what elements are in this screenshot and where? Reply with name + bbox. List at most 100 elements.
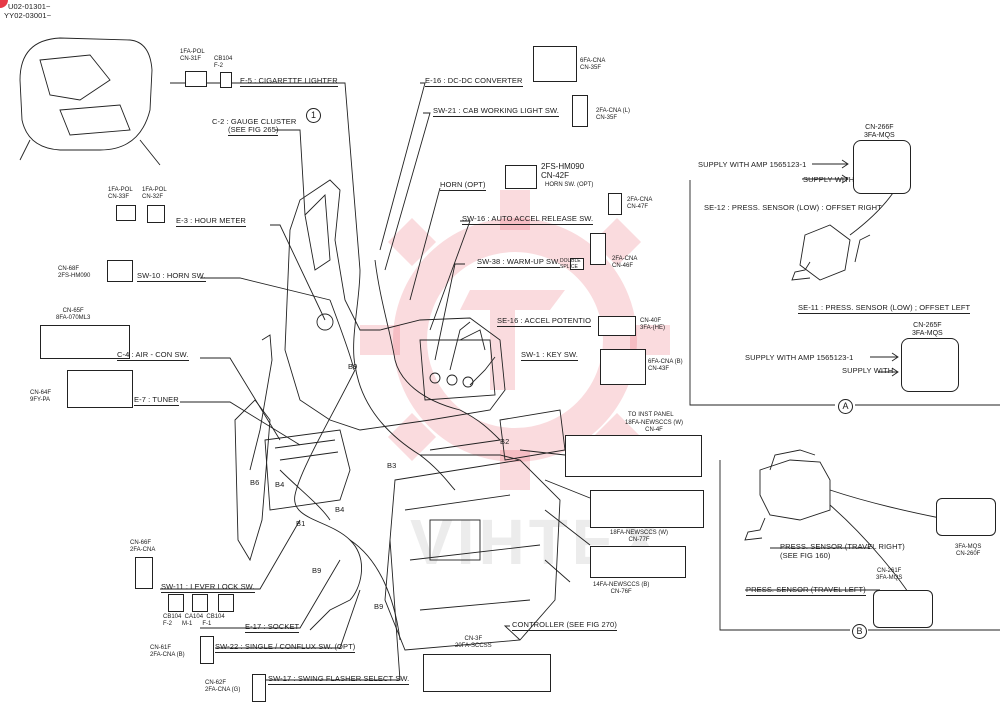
connector-cn43f: [600, 349, 646, 385]
serial-line-1: U02-01301~: [8, 2, 51, 11]
bus-tag-b1: B1: [296, 519, 306, 528]
label-se12: SE-12 : PRESS. SENSOR (LOW) : OFFSET RIG…: [704, 203, 882, 212]
label-supply-with-2: SUPPLY WITH: [842, 366, 894, 375]
code-cn77f: 18FA-NEWSCCS (W) CN-77F: [610, 530, 669, 543]
label-accel-potentio: SE-16 : ACCEL POTENTIO: [497, 316, 592, 327]
callout-1: 1: [306, 108, 321, 123]
label-dcdc-converter: E-16 : DC-DC CONVERTER: [425, 76, 523, 87]
connector-cn261f: [873, 590, 933, 628]
connector-cn32f: [147, 205, 165, 223]
label-controller: CONTROLLER (SEE FIG 270): [512, 620, 617, 631]
serial-line-2: YY02-03001~: [4, 11, 52, 20]
label-travel-right: PRESS. SENSOR (TRAVEL RIGHT): [780, 542, 905, 551]
code-cn66f: CN-66F 2FA-CNA: [130, 540, 156, 553]
code-cn31f: 1FA-POL CN-31F: [180, 49, 205, 62]
label-travel-left: PRESS. SENSOR (TRAVEL LEFT): [746, 585, 866, 596]
code-cn35f-mid: 2FA-CNA (L) CN-35F: [596, 108, 631, 121]
connector-cb-mid: [192, 594, 208, 612]
connector-cb104-top: [220, 72, 232, 88]
connector-cn260f: [936, 498, 996, 536]
label-se11: SE-11 : PRESS. SENSOR (LOW) ; OFFSET LEF…: [798, 303, 971, 314]
connector-cn65f: [40, 325, 130, 359]
connector-double-splice: [570, 258, 584, 270]
label-warm-up: SW-38 : WARM-UP SW.: [477, 257, 561, 268]
connector-cn265f: [901, 338, 959, 392]
label-horn-opt: HORN (OPT): [440, 180, 486, 191]
connector-cn33f: [116, 205, 136, 221]
corner-badge: [0, 0, 8, 8]
label-swing-flasher: SW-17 : SWING FLASHER SELECT SW.: [268, 674, 410, 685]
label-supply-amp-2: SUPPLY WITH AMP 1565123-1: [745, 353, 854, 362]
code-cn32f: 1FA-POL CN-32F: [142, 187, 167, 200]
bus-tag-b9-mid: B9: [312, 566, 322, 575]
label-gauge-fig: (SEE FIG 265): [228, 125, 279, 136]
label-gauge-cluster: C-2 : GAUGE CLUSTER: [212, 117, 297, 126]
connector-cn35f-top: [533, 46, 577, 82]
label-supply-with-1: SUPPLY WITH: [803, 175, 855, 184]
label-socket: E-17 : SOCKET: [245, 622, 300, 633]
bus-tag-b2: B2: [500, 437, 510, 446]
bus-tag-b3: B3: [387, 461, 397, 470]
label-horn-sw: SW-10 : HORN SW.: [137, 271, 206, 282]
bus-tag-b9-low: B9: [374, 602, 384, 611]
code-cn61f: CN-61F 2FA-CNA (B): [150, 645, 185, 658]
code-cn47f: 2FA-CNA CN-47F: [627, 197, 653, 210]
code-double-splice: DOUBLE SPLICE: [560, 258, 581, 270]
code-cb-bottom: CB104 CA104 CB104 F-2 M-1 F-1: [163, 614, 225, 627]
connector-cn68f: [107, 260, 133, 282]
bus-tag-b4-left: B4: [275, 480, 285, 489]
connector-cn76f: [590, 546, 686, 578]
connector-cn40f: [598, 316, 636, 336]
code-cn266f: CN-266F 3FA-MQS: [864, 124, 895, 139]
bus-tag-b4-mid: B4: [335, 505, 345, 514]
code-cn76f: 14FA-NEWSCCS (B) CN-76F: [593, 582, 650, 595]
connector-cn3f: [423, 654, 551, 692]
label-key-sw: SW-1 : KEY SW.: [521, 350, 578, 361]
code-horn-sw-opt: HORN SW. (OPT): [545, 182, 594, 188]
callout-b: B: [852, 624, 867, 639]
code-cn64f: CN-64F 9FY-PA: [30, 390, 52, 403]
code-cn3f: CN-3F 20FA-SCCSS: [455, 636, 492, 649]
connector-cn77f: [590, 490, 704, 528]
label-single-conflux: SW-22 : SINGLE / CONFLUX SW. (OPT): [215, 642, 356, 653]
connector-cn42f: [505, 165, 537, 189]
code-cn35f-top: 6FA-CNA CN-35F: [580, 58, 606, 71]
code-cn261f: CN-261F 3FA-MQS: [876, 568, 903, 581]
connector-cb-right: [218, 594, 234, 612]
connector-cn61f: [200, 636, 214, 664]
label-tuner: E-7 : TUNER: [134, 395, 179, 406]
label-lever-lock: SW-11 : LEVER LOCK SW.: [161, 582, 255, 593]
connector-cb-left: [168, 594, 184, 612]
label-supply-amp-1: SUPPLY WITH AMP 1565123-1: [698, 160, 807, 169]
connector-cn64f: [67, 370, 133, 408]
code-cn260f: 3FA-MQS CN-260F: [955, 544, 982, 557]
code-cn4f: 18FA-NEWSCCS (W) CN-4F: [625, 420, 684, 433]
label-cab-working-light: SW-21 : CAB WORKING LIGHT SW.: [433, 106, 559, 117]
label-auto-accel: SW-16 : AUTO ACCEL RELEASE SW.: [462, 214, 594, 225]
code-cn265f: CN-265F 3FA-MQS: [912, 322, 943, 337]
connector-cn266f: [853, 140, 911, 194]
code-cn68f: CN-68F 2FS-HM090: [58, 266, 91, 279]
code-cn40f: CN-40F 3FA-(HE): [640, 318, 666, 331]
code-cn33f: 1FA-POL CN-33F: [108, 187, 133, 200]
code-cn65f: CN-65F 8FA-070ML3: [56, 308, 91, 321]
connector-cn31f: [185, 71, 207, 87]
code-cn46f: 2FA-CNA CN-46F: [612, 256, 638, 269]
label-aircon-sw: C-4 : AIR - CON SW.: [117, 350, 189, 361]
bus-tag-b6: B6: [250, 478, 260, 487]
callout-a: A: [838, 399, 853, 414]
connector-cn62f: [252, 674, 266, 702]
connector-cn46f: [590, 233, 606, 265]
code-cn43f: 6FA-CNA (B) CN-43F: [648, 359, 683, 372]
label-cigarette-lighter: E-5 : CIGARETTE LIGHTER: [240, 76, 338, 87]
code-cn62f: CN-62F 2FA-CNA (G): [205, 680, 241, 693]
code-cn42f: 2FS-HM090 CN-42F: [541, 162, 585, 180]
label-travel-right-fig: (SEE FIG 160): [780, 551, 831, 560]
label-to-inst-panel: TO INST PANEL: [628, 412, 674, 418]
connector-cn4f: [565, 435, 702, 477]
connector-cn66f: [135, 557, 153, 589]
connector-cn47f: [608, 193, 622, 215]
label-hour-meter: E-3 : HOUR METER: [176, 216, 246, 227]
bus-tag-b9-top: B9: [348, 362, 358, 371]
